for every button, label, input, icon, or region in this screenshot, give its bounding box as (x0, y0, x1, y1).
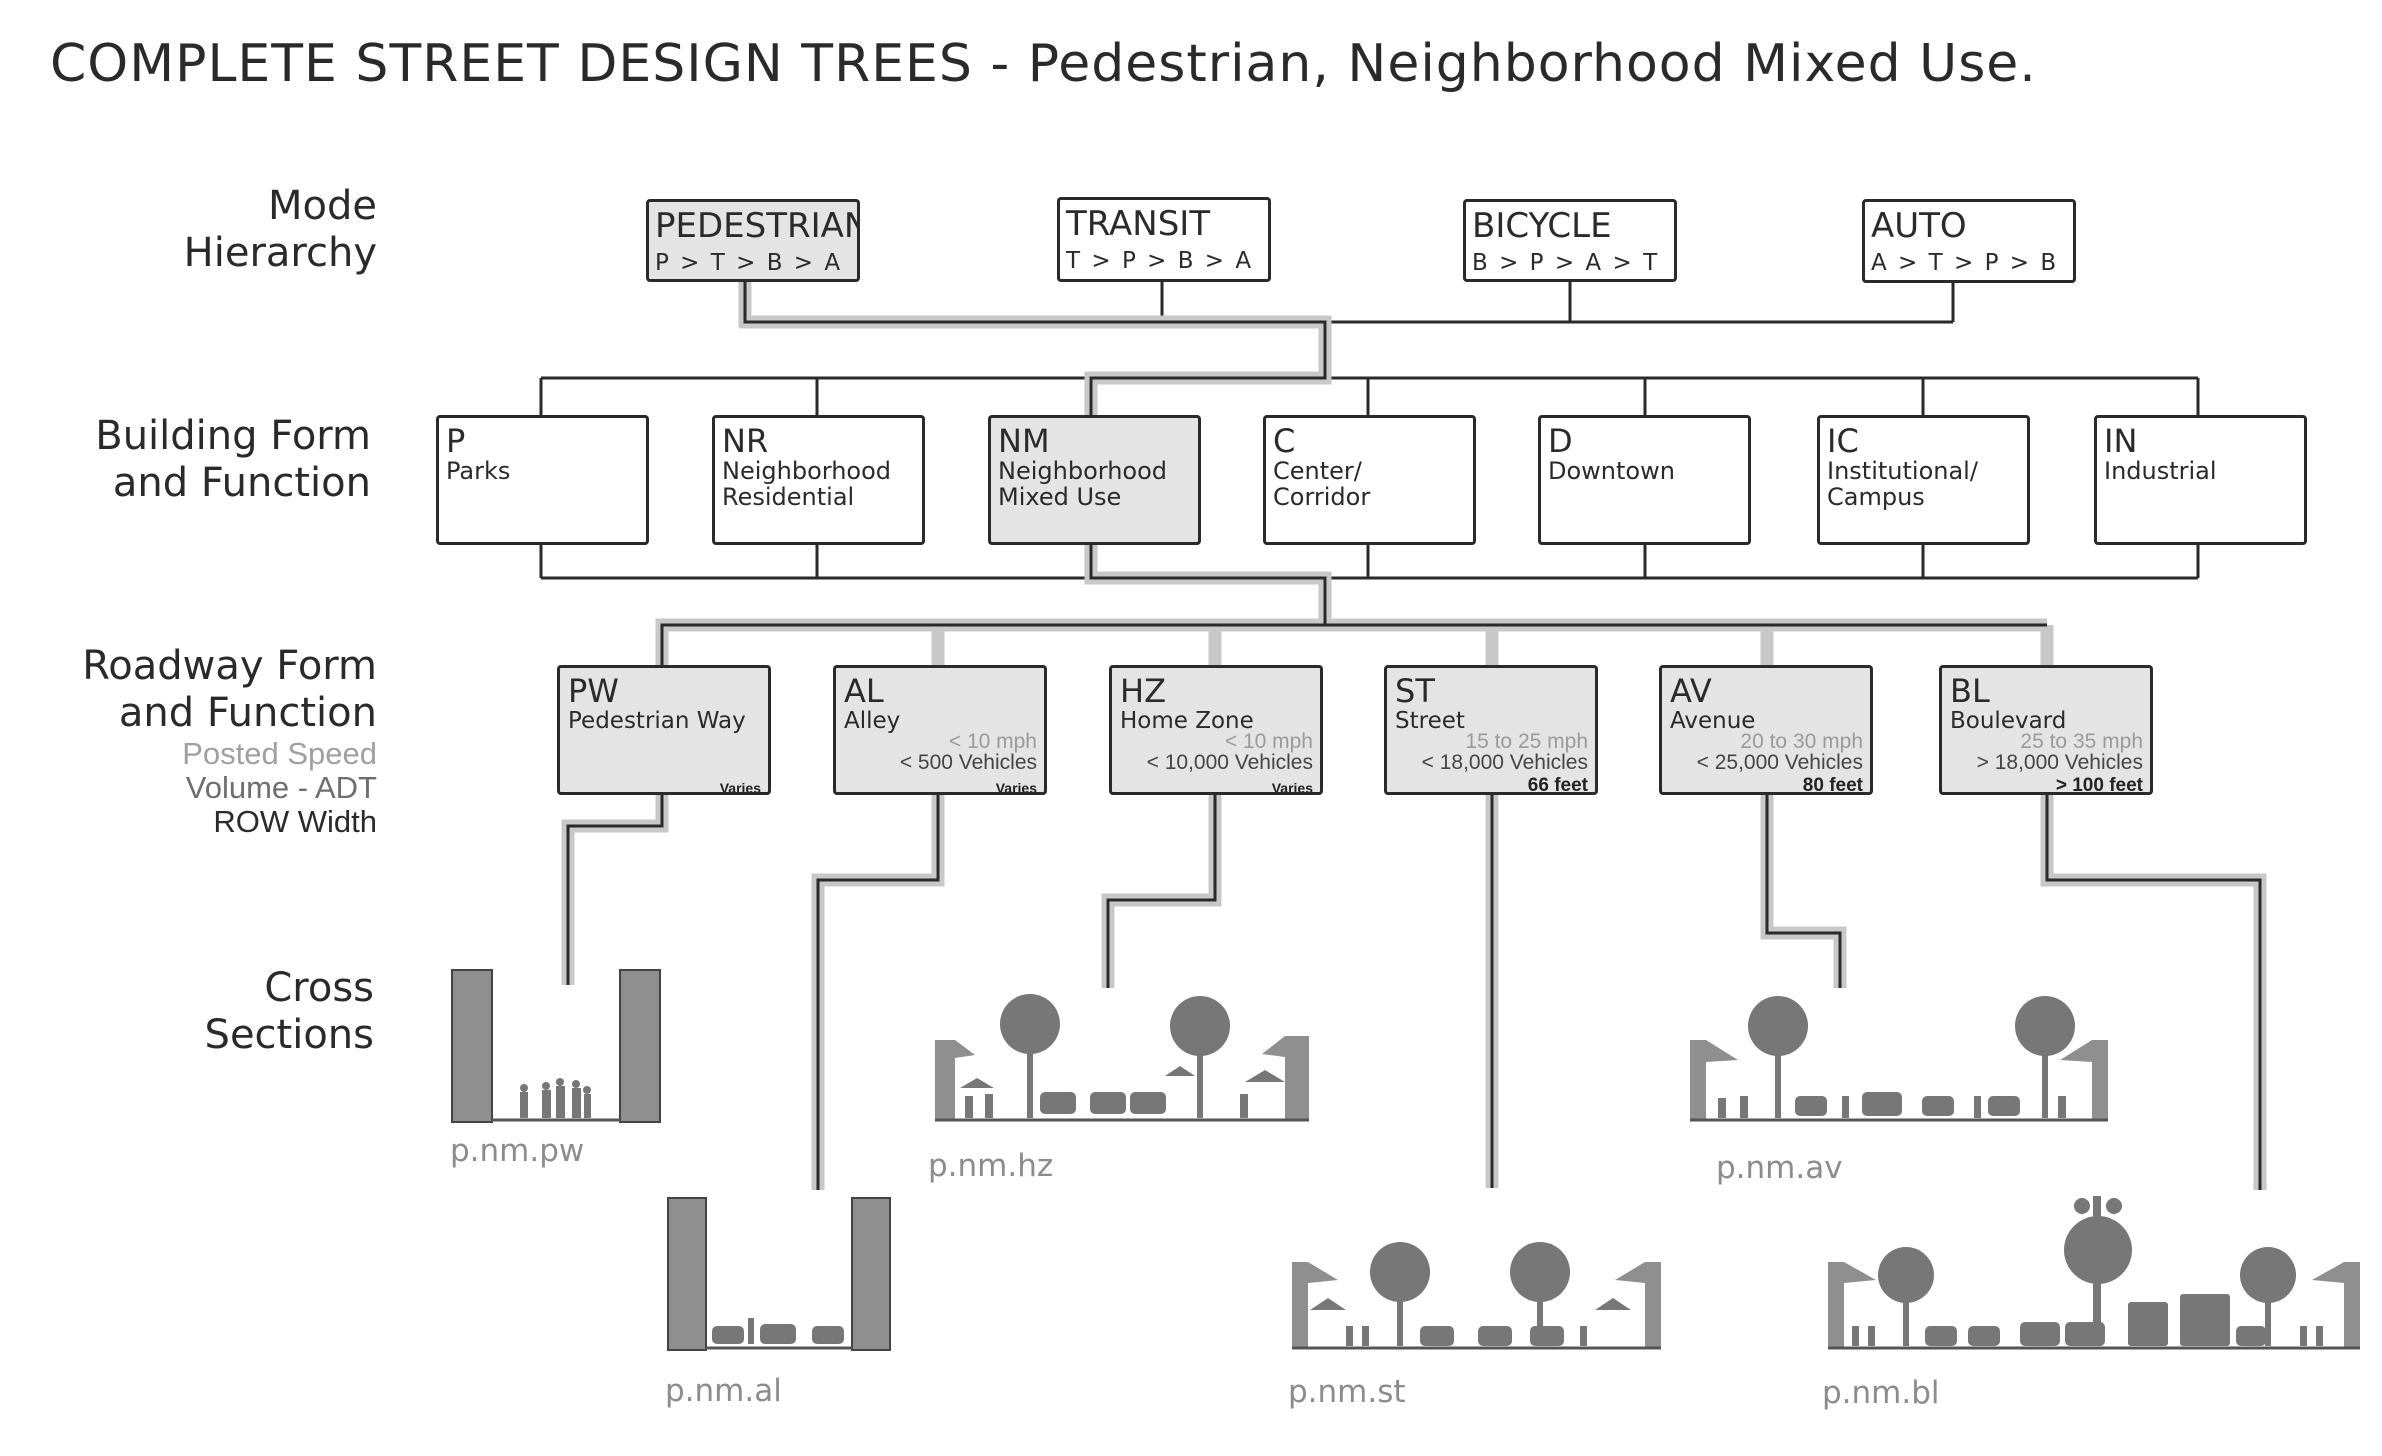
building-box-d[interactable]: D Downtown (1538, 415, 1751, 545)
mode-code: PEDESTRIAN (655, 206, 860, 246)
row-width: 80 feet (1802, 775, 1863, 795)
mode-box-bicycle[interactable]: BICYCLE B > P > A > T (1463, 199, 1677, 282)
posted-speed: 15 to 25 mph (1465, 730, 1588, 753)
cross-section-st (1292, 1242, 1661, 1350)
section-code-st[interactable]: p.nm.st (1288, 1374, 1406, 1410)
label-posted-speed: Posted Speed (182, 736, 377, 771)
mode-order: B > P > A > T (1472, 250, 1660, 276)
volume-adt: > 18,000 Vehicles (1976, 751, 2143, 774)
section-code-al[interactable]: p.nm.al (665, 1373, 782, 1409)
posted-speed: < 10 mph (1224, 730, 1313, 753)
highlight-path (655, 280, 2054, 665)
mode-order: P > T > B > A (655, 250, 843, 276)
mode-order: A > T > P > B (1871, 250, 2059, 276)
mode-code: AUTO (1871, 206, 1967, 246)
section-code-av[interactable]: p.nm.av (1716, 1150, 1843, 1186)
mode-order: T > P > B > A (1066, 248, 1254, 274)
cross-section-av (1690, 996, 2108, 1122)
posted-speed: < 10 mph (948, 730, 1037, 753)
section-code-bl[interactable]: p.nm.bl (1822, 1375, 1940, 1411)
row-width: 66 feet (1527, 775, 1588, 795)
row-width: Varies (719, 780, 761, 795)
label-row-width: ROW Width (213, 804, 377, 839)
posted-speed: 25 to 35 mph (2020, 730, 2143, 753)
mode-box-auto[interactable]: AUTO A > T > P > B (1862, 199, 2076, 283)
section-code-hz[interactable]: p.nm.hz (928, 1148, 1054, 1184)
section-drops (561, 795, 2267, 1190)
mode-box-transit[interactable]: TRANSIT T > P > B > A (1057, 197, 1271, 282)
mode-code: TRANSIT (1066, 204, 1211, 244)
mode-code: BICYCLE (1472, 206, 1612, 246)
building-connectors (539, 376, 2200, 625)
building-box-in[interactable]: IN Industrial (2094, 415, 2307, 545)
roadway-box-hz[interactable]: HZ Home Zone < 10 mph < 10,000 Vehicles … (1109, 665, 1323, 795)
building-box-c[interactable]: C Center/Corridor (1263, 415, 1476, 545)
row-width: > 100 feet (2055, 775, 2143, 795)
volume-adt: < 25,000 Vehicles (1696, 751, 1863, 774)
label-volume-adt: Volume - ADT (185, 770, 377, 805)
page-title: COMPLETE STREET DESIGN TREES - Pedestria… (50, 34, 2037, 94)
volume-adt: < 10,000 Vehicles (1146, 751, 1313, 774)
mode-connectors (743, 280, 1955, 378)
roadway-box-al[interactable]: AL Alley < 10 mph < 500 Vehicles Varies (833, 665, 1047, 795)
cross-section-hz (935, 994, 1309, 1122)
cross-section-bl (1828, 1196, 2360, 1350)
row-width: Varies (995, 780, 1037, 795)
cross-section-al (667, 1197, 891, 1351)
volume-adt: < 18,000 Vehicles (1421, 751, 1588, 774)
building-box-p[interactable]: P Parks (436, 415, 649, 545)
roadway-box-av[interactable]: AV Avenue 20 to 30 mph < 25,000 Vehicles… (1659, 665, 1873, 795)
roadway-box-pw[interactable]: PW Pedestrian Way Varies (557, 665, 771, 795)
section-code-pw[interactable]: p.nm.pw (450, 1133, 585, 1169)
volume-adt: < 500 Vehicles (899, 751, 1037, 774)
posted-speed: 20 to 30 mph (1740, 730, 1863, 753)
cross-section-pw (451, 969, 661, 1123)
building-box-ic[interactable]: IC Institutional/Campus (1817, 415, 2030, 545)
mode-box-pedestrian[interactable]: PEDESTRIAN P > T > B > A (646, 199, 860, 282)
roadway-box-st[interactable]: ST Street 15 to 25 mph < 18,000 Vehicles… (1384, 665, 1598, 795)
roadway-box-bl[interactable]: BL Boulevard 25 to 35 mph > 18,000 Vehic… (1939, 665, 2153, 795)
row-width: Varies (1271, 780, 1313, 795)
